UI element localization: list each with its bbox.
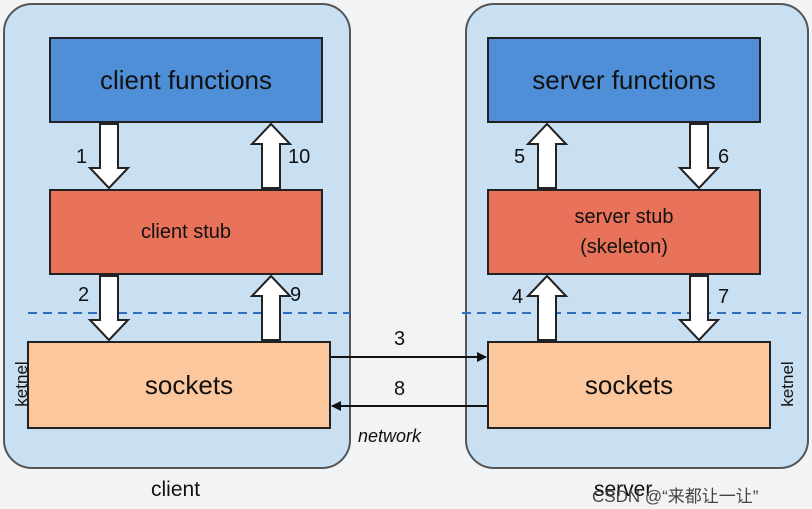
client-functions-box [49, 37, 323, 123]
server-functions-box [487, 37, 761, 123]
client-sockets-label: sockets [144, 369, 234, 400]
step-5-arrow [525, 122, 569, 189]
client-functions-label: client functions [100, 64, 272, 95]
step-10-arrow [249, 122, 293, 189]
server-stub-label-line2: (skeleton) [580, 236, 668, 258]
step-7-label: 7 [718, 286, 730, 308]
server-stub-label: server stub (skeleton) [488, 190, 760, 274]
step-8-label: 8 [394, 378, 406, 400]
watermark: CSDN @“来都让一让” [592, 487, 759, 506]
server-sockets-label: sockets [584, 369, 674, 400]
server-stub-label-line1: server stub [574, 206, 674, 228]
server-caption: server [594, 478, 653, 501]
client-kernel-label: ketnel [12, 361, 31, 407]
step-5-label: 5 [514, 146, 526, 168]
client-caption: client [151, 478, 201, 501]
step-2-arrow [87, 275, 131, 342]
step-3-label: 3 [394, 328, 406, 350]
client-stub-label: client stub [140, 221, 232, 243]
step-6-arrow [677, 123, 721, 190]
step-2-label: 2 [78, 284, 90, 306]
step-7-arrow [677, 275, 721, 342]
step-1-arrow [87, 123, 131, 190]
network-label: network [358, 426, 422, 446]
step-4-arrow [525, 274, 569, 341]
server-functions-label: server functions [532, 64, 716, 95]
server-kernel-label: ketnel [778, 361, 797, 407]
step-10-label: 10 [288, 146, 311, 168]
step-1-label: 1 [76, 146, 88, 168]
step-6-label: 6 [718, 146, 730, 168]
server-sockets-box [487, 341, 771, 429]
step-4-label: 4 [512, 286, 524, 308]
client-sockets-box [27, 341, 331, 429]
client-stub-box [49, 189, 323, 275]
server-stub-box [487, 189, 761, 275]
step-9-label: 9 [290, 284, 302, 306]
step-9-arrow [249, 274, 293, 341]
